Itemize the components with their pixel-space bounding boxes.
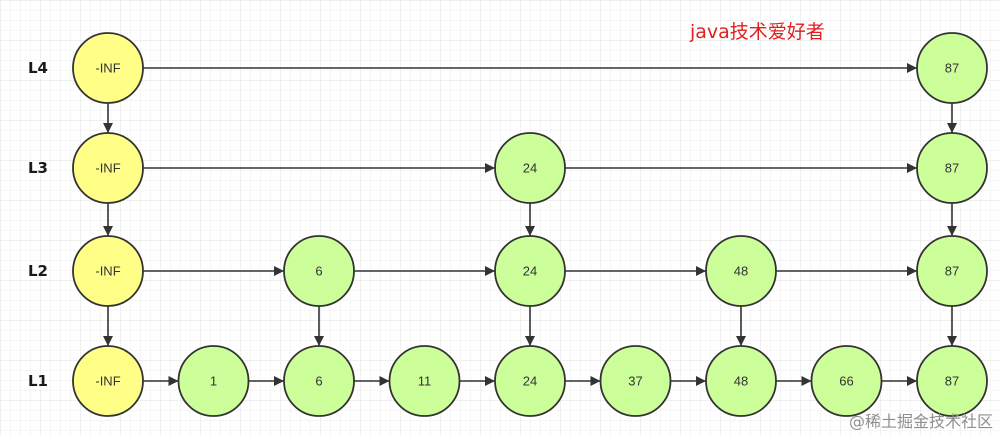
node-circle [494,235,566,307]
node-value: 87 [945,374,959,389]
skiplist-node: 37 [599,345,672,417]
node-circle [388,345,461,417]
node-value: 1 [210,374,217,389]
skiplist-node: 48 [705,235,777,307]
node-circle [599,345,672,417]
node-circle [705,235,777,307]
skiplist-node: 24 [494,345,566,417]
node-value: 48 [734,374,748,389]
head-node: -INF [72,235,144,307]
edges-layer [103,63,957,386]
node-circle [916,32,988,104]
node-value: -INF [95,264,120,279]
diagram-title: java技术爱好者 [689,21,825,43]
node-circle [494,132,566,204]
node-circle [72,32,144,104]
node-circle [916,345,988,417]
node-circle [916,132,988,204]
node-value: 24 [523,161,537,176]
node-circle [705,345,777,417]
node-value: -INF [95,61,120,76]
skiplist-node: 87 [916,132,988,204]
skiplist-node: 24 [494,235,566,307]
node-circle [177,345,250,417]
node-value: 66 [839,374,853,389]
skiplist-node: 1 [177,345,250,417]
skiplist-node: 24 [494,132,566,204]
node-circle [283,235,355,307]
node-circle [283,345,355,417]
node-circle [72,345,144,417]
level-label: L3 [28,159,48,177]
node-value: 24 [523,264,537,279]
skiplist-node: 11 [388,345,461,417]
node-circle [72,132,144,204]
node-value: -INF [95,161,120,176]
node-value: 6 [315,374,322,389]
node-value: 87 [945,161,959,176]
skiplist-node: 87 [916,32,988,104]
level-label: L2 [28,262,48,280]
head-node: -INF [72,132,144,204]
skiplist-node: 6 [283,345,355,417]
skiplist-node: 6 [283,235,355,307]
node-circle [494,345,566,417]
head-node: -INF [72,345,144,417]
skiplist-node: 66 [810,345,883,417]
node-value: 37 [628,374,642,389]
node-value: -INF [95,374,120,389]
skiplist-node: 87 [916,345,988,417]
node-value: 48 [734,264,748,279]
watermark-text: @稀土掘金技术社区 [849,412,993,431]
node-value: 11 [418,374,432,389]
level-label: L1 [28,372,48,390]
node-circle [916,235,988,307]
node-value: 24 [523,374,537,389]
skiplist-node: 48 [705,345,777,417]
node-value: 87 [945,264,959,279]
node-circle [72,235,144,307]
head-node: -INF [72,32,144,104]
nodes-layer: -INF 87 -INF 24 87 -INF 6 24 48 87 -INF 1 6 11 24 37 48 6… [72,32,988,417]
skiplist-node: 87 [916,235,988,307]
node-circle [810,345,883,417]
level-label: L4 [28,59,48,77]
node-value: 6 [315,264,322,279]
node-value: 87 [945,61,959,76]
